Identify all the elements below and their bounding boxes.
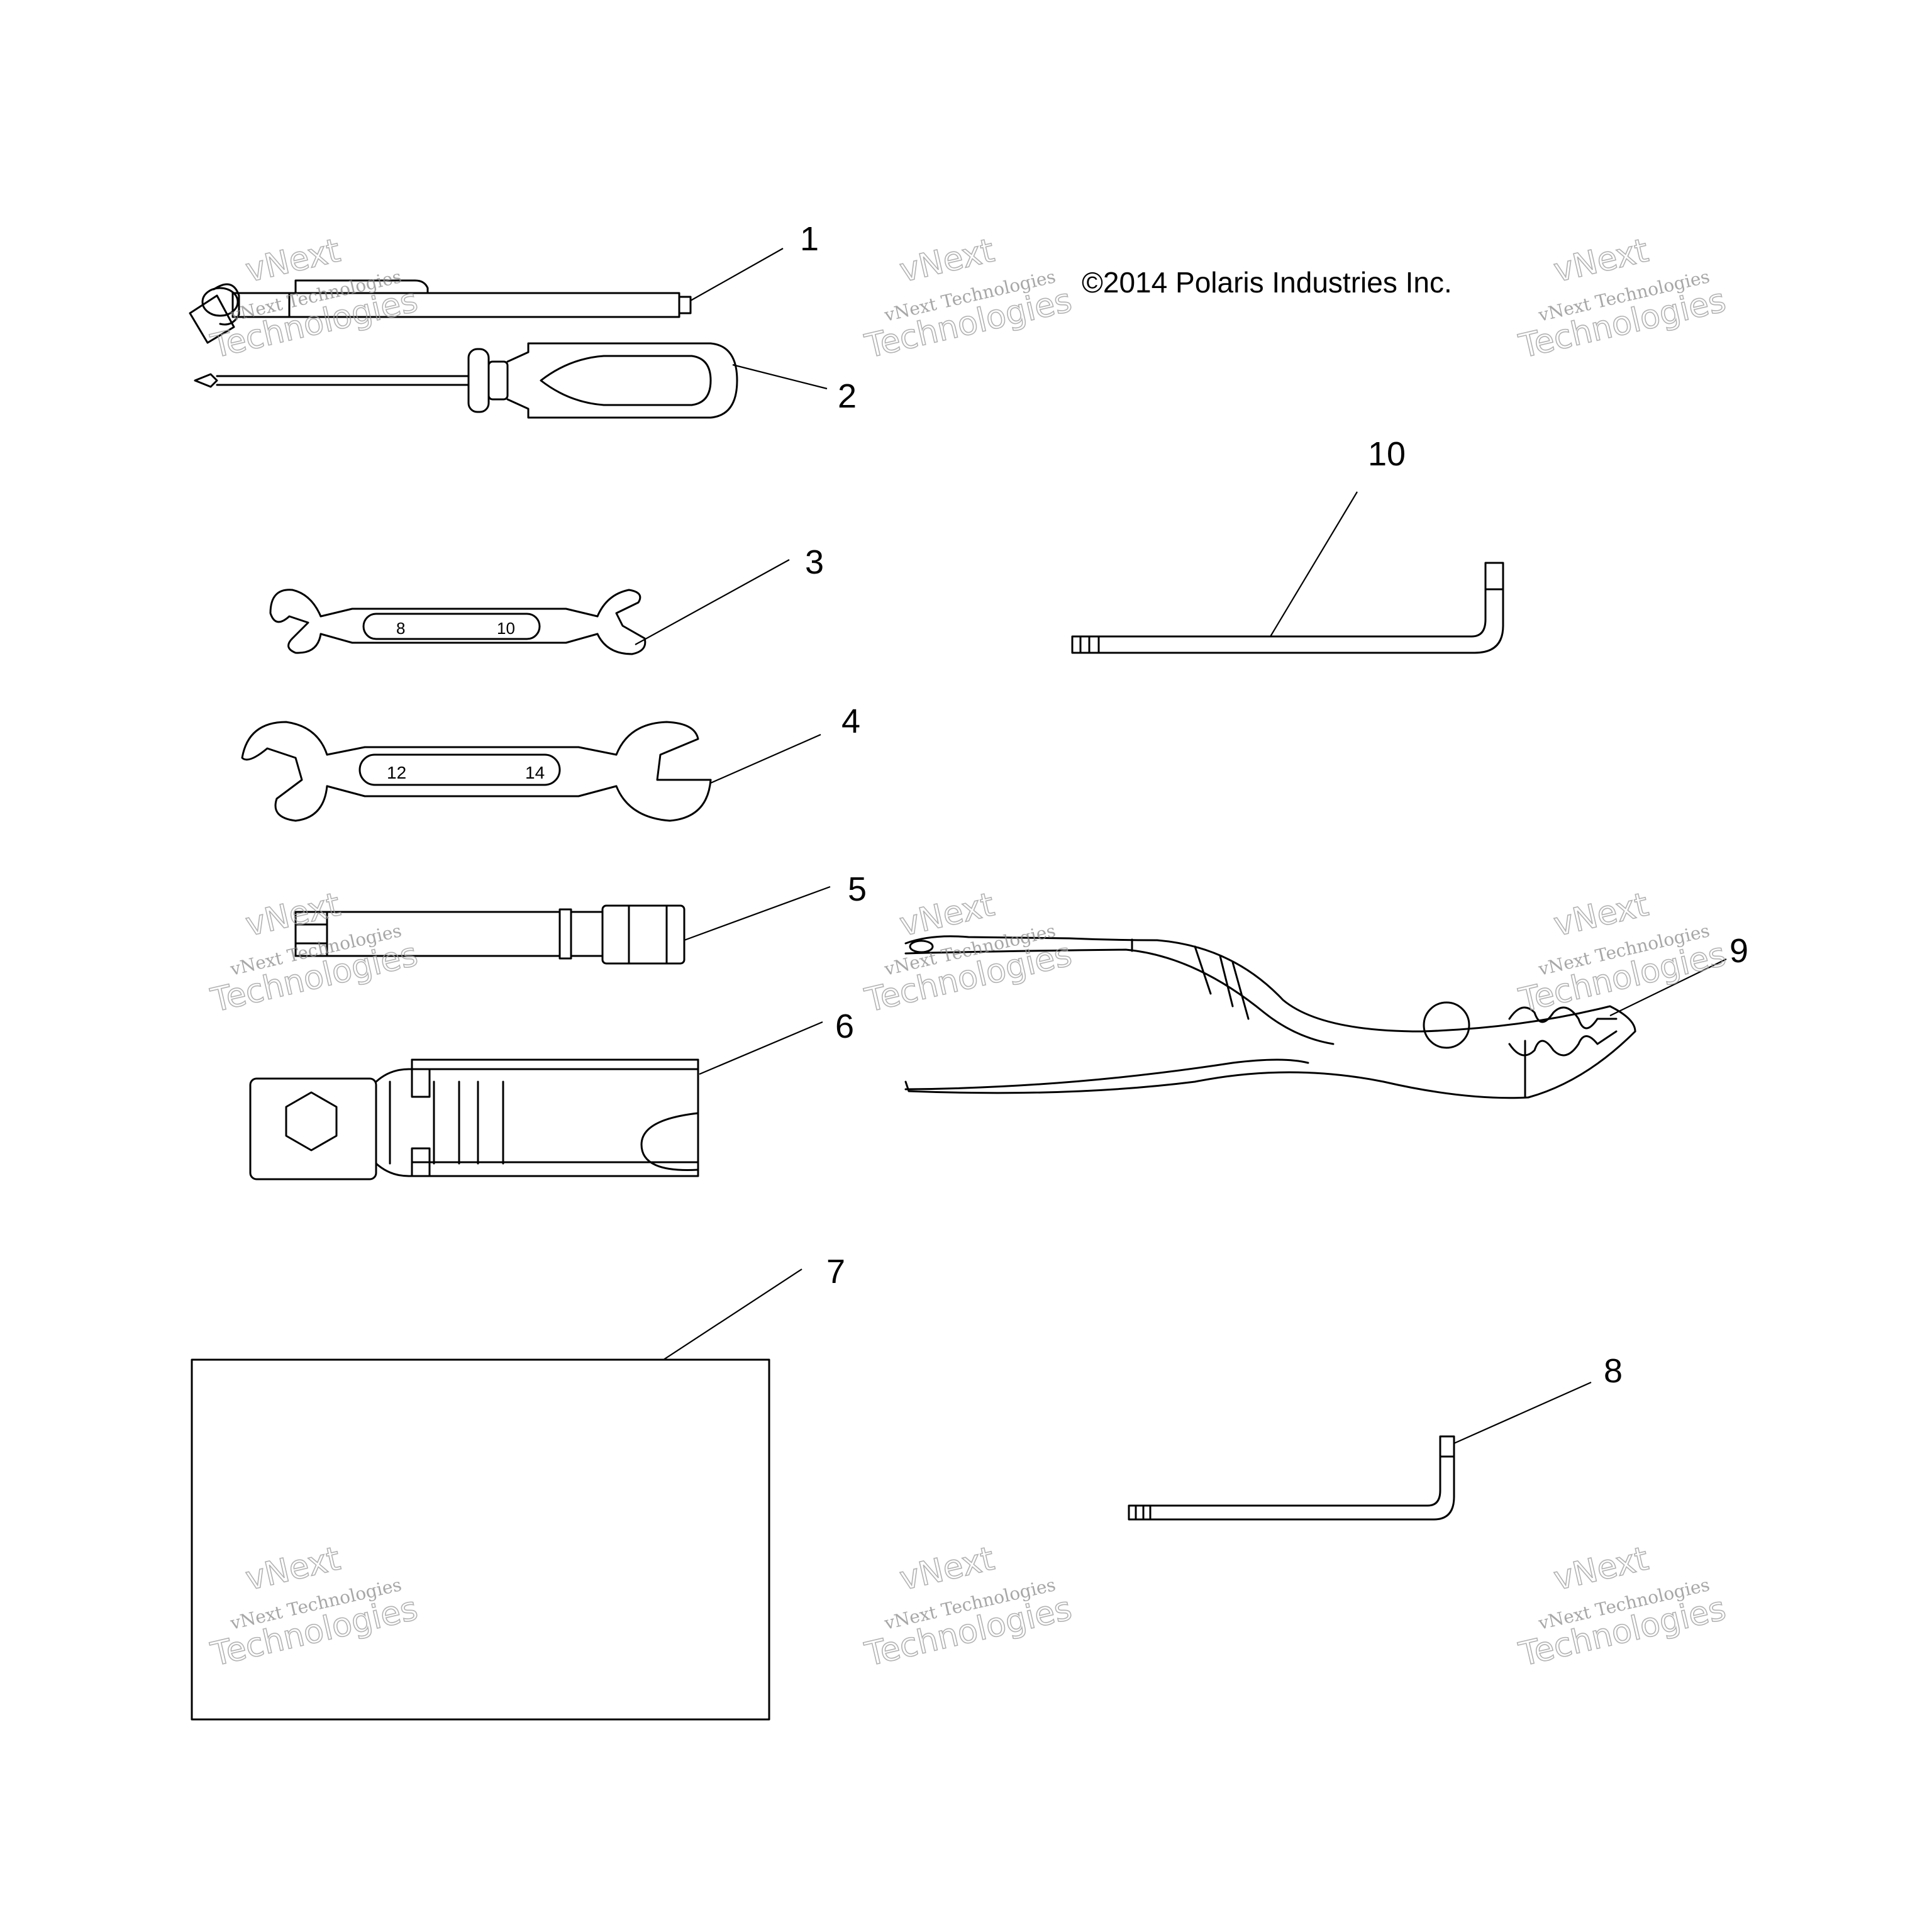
part-7-manual [191, 1358, 770, 1721]
watermark-9: vNext vNext Technologies Technologies [1515, 1540, 1730, 1675]
callout-3: 3 [805, 543, 824, 581]
part-6-hex-spanner [249, 1058, 699, 1180]
part-3-wrench-8-10: 8 10 [269, 589, 647, 655]
part-9-pliers [904, 935, 1636, 1099]
wrench-size-10: 10 [497, 619, 515, 638]
watermark-6: vNext vNext Technologies Technologies [1515, 886, 1730, 1021]
svg-text:vNext: vNext [1550, 1540, 1652, 1598]
part-2-screwdriver [194, 342, 738, 419]
part-8-hex-key-small [1128, 1435, 1455, 1521]
wrench-size-12: 12 [387, 763, 406, 782]
watermark-5: vNext vNext Technologies Technologies [861, 886, 1076, 1021]
watermark-4: vNext vNext Technologies Technologies [207, 886, 422, 1021]
part-10-hex-key-large [1071, 562, 1504, 654]
svg-text:vNext: vNext [242, 886, 344, 944]
copyright-text: ©2014 Polaris Industries Inc. [1082, 266, 1452, 299]
watermark-8: vNext vNext Technologies Technologies [861, 1540, 1076, 1675]
watermark-3: vNext vNext Technologies Technologies [1515, 231, 1730, 367]
callout-2: 2 [838, 377, 857, 415]
watermark-1: vNext vNext Technologies Technologies [207, 231, 422, 367]
svg-text:vNext: vNext [896, 231, 998, 290]
callout-8: 8 [1604, 1352, 1623, 1390]
svg-text:vNext: vNext [1550, 231, 1652, 290]
part-1-pressure-gauge [189, 279, 692, 344]
callout-4: 4 [841, 702, 860, 740]
svg-text:vNext: vNext [242, 1540, 344, 1598]
wrench-size-14: 14 [525, 763, 545, 782]
part-5-spark-plug-socket [294, 904, 686, 965]
wrench-size-8: 8 [396, 619, 405, 638]
callout-1: 1 [800, 220, 819, 258]
callout-7: 7 [826, 1253, 845, 1291]
callout-9: 9 [1729, 932, 1748, 970]
part-4-wrench-12-14: 12 14 [241, 721, 712, 822]
svg-text:vNext: vNext [896, 1540, 998, 1598]
svg-text:vNext: vNext [896, 886, 998, 944]
watermark-2: vNext vNext Technologies Technologies [861, 231, 1076, 367]
watermark-7: vNext vNext Technologies Technologies [207, 1540, 422, 1675]
callout-10: 10 [1368, 435, 1406, 473]
callout-6: 6 [835, 1008, 854, 1045]
callout-5: 5 [848, 870, 867, 908]
svg-text:vNext: vNext [1550, 886, 1652, 944]
